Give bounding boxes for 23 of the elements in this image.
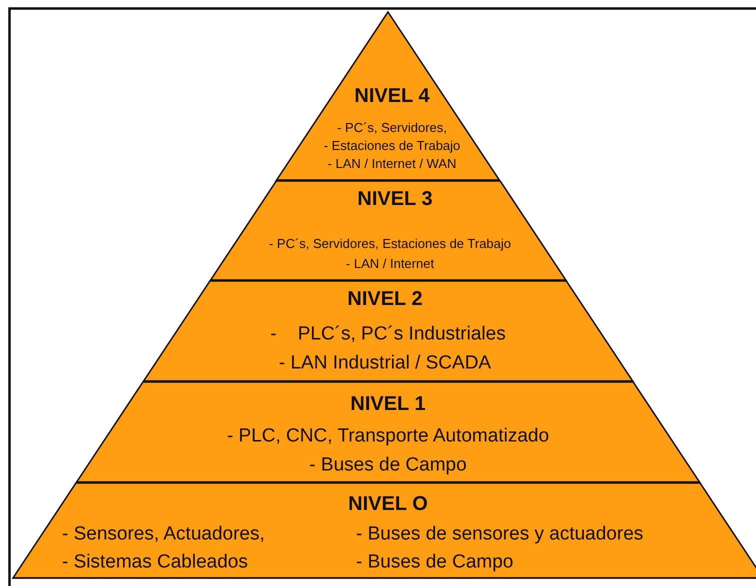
pyramid-level-band: [13, 483, 756, 578]
pyramid-level-band: [210, 181, 566, 281]
level-item: - LAN / Internet: [346, 256, 434, 272]
level-item: - Sistemas Cableados: [62, 552, 248, 574]
level-item: - PC´s, Servidores, Estaciones de Trabajo: [268, 236, 512, 252]
level-heading: NIVEL 3: [357, 188, 433, 210]
level-heading: NIVEL O: [348, 493, 428, 515]
level-item: - Sensores, Actuadores,: [62, 524, 265, 546]
level-item: - Estaciones de Trabajo: [324, 138, 460, 154]
level-heading: NIVEL 4: [354, 85, 430, 107]
level-item: - PLC, CNC, Transporte Automatizado: [226, 426, 550, 448]
level-item: - PLC´s, PC´s Industriales: [270, 324, 506, 346]
level-heading: NIVEL 2: [347, 288, 423, 310]
level-item: - Buses de Campo: [356, 552, 514, 574]
level-item: - LAN Industrial / SCADA: [278, 354, 492, 374]
level-item: - LAN / Internet / WAN: [328, 156, 456, 172]
pyramid-level-band: [76, 382, 700, 483]
level-item: - Buses de sensores y actuadores: [356, 524, 644, 546]
level-item: - Buses de Campo: [309, 456, 467, 476]
level-heading: NIVEL 1: [350, 393, 426, 415]
level-item: - PC´s, Servidores,: [337, 120, 447, 136]
pyramid-level-band: [142, 281, 634, 382]
pyramid-apex-segment: [276, 12, 500, 181]
